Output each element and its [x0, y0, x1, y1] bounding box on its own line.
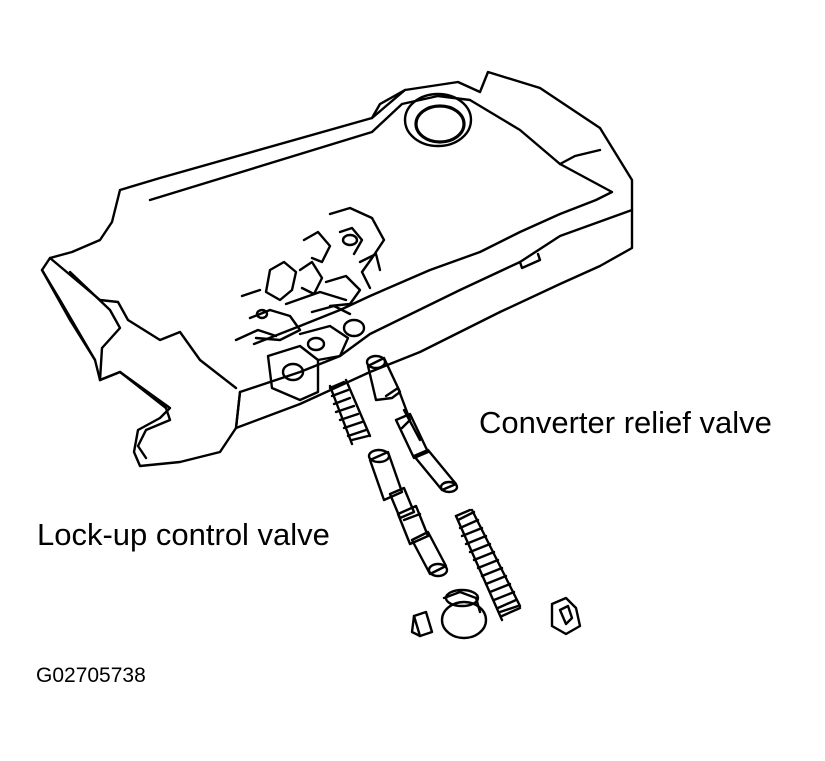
lockup-valve-spring [330, 380, 370, 444]
relief-valve-retainer [552, 598, 580, 634]
lockup-valve-retainer-key [412, 612, 432, 636]
valve-body [42, 72, 632, 466]
lockup-control-valve-label: Lock-up control valve [37, 517, 330, 552]
lockup-control-valve-parts [330, 380, 486, 638]
relief-valve-spool [367, 356, 457, 492]
relief-valve-spring [456, 510, 520, 620]
lockup-valve-spool [369, 450, 447, 576]
converter-relief-valve-label: Converter relief valve [479, 405, 772, 440]
lockup-valve-plug [442, 590, 486, 638]
converter-relief-valve-parts [367, 356, 580, 634]
figure-code-label: G02705738 [36, 664, 146, 687]
